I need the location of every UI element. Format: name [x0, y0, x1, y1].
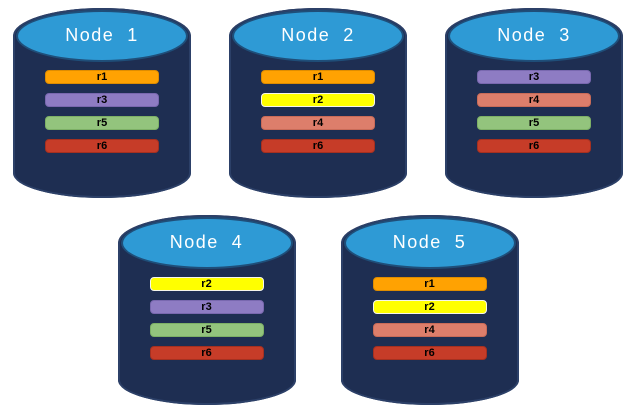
replica-bar-r1: r1: [261, 70, 375, 84]
node-row: Node 1 r1 r3 r5 r6 Node 2 r1 r2 r4 r6 Node 3 r3 r4 r5…: [0, 0, 636, 198]
replica-label: r2: [424, 300, 435, 313]
node-cylinder: Node 3 r3 r4 r5 r6: [445, 8, 623, 198]
replica-bar-r2: r2: [261, 93, 375, 107]
replica-label: r3: [201, 300, 212, 313]
replica-label: r3: [528, 70, 540, 83]
replica-stack: r1 r2 r4 r6: [341, 277, 519, 360]
node-cylinder: Node 1 r1 r3 r5 r6: [13, 8, 191, 198]
replica-stack: r2 r3 r5 r6: [118, 277, 296, 360]
replica-label: r2: [312, 93, 324, 106]
replica-label: r3: [96, 93, 108, 106]
replica-bar-r6: r6: [45, 139, 159, 153]
replica-label: r1: [312, 70, 324, 83]
replica-bar-r4: r4: [372, 323, 487, 337]
replica-label: r6: [201, 346, 212, 359]
replica-bar-r6: r6: [477, 139, 591, 153]
replica-bar-r6: r6: [372, 346, 487, 360]
replica-bar-r2: r2: [149, 277, 264, 291]
replica-bar-r6: r6: [149, 346, 264, 360]
replica-bar-r4: r4: [477, 93, 591, 107]
replica-label: r5: [96, 116, 108, 129]
node-title: Node 2: [281, 24, 355, 45]
replica-bar-r3: r3: [477, 70, 591, 84]
replica-label: r6: [96, 139, 108, 152]
replica-stack: r1 r3 r5 r6: [13, 70, 191, 153]
replica-bar-r5: r5: [149, 323, 264, 337]
replica-bar-r1: r1: [372, 277, 487, 291]
cylinder-top-ellipse: Node 5: [343, 217, 516, 269]
node-title: Node 4: [169, 231, 244, 252]
replica-label: r1: [96, 70, 108, 83]
cylinder-top-ellipse: Node 1: [16, 10, 188, 62]
replica-stack: r1 r2 r4 r6: [229, 70, 407, 153]
replica-stack: r3 r4 r5 r6: [445, 70, 623, 153]
node-title: Node 3: [497, 24, 571, 45]
replica-label: r5: [528, 116, 540, 129]
replica-label: r6: [424, 346, 435, 359]
cylinder-top-ellipse: Node 4: [120, 217, 293, 269]
replica-bar-r6: r6: [261, 139, 375, 153]
node-row: Node 4 r2 r3 r5 r6 Node 5 r1 r2 r4 r6: [0, 215, 636, 405]
replica-bar-r3: r3: [45, 93, 159, 107]
replica-label: r6: [312, 139, 324, 152]
cylinder-top-ellipse: Node 2: [232, 10, 404, 62]
replica-bar-r5: r5: [477, 116, 591, 130]
replica-label: r5: [201, 323, 212, 336]
replica-bar-r3: r3: [149, 300, 264, 314]
node-cylinder: Node 4 r2 r3 r5 r6: [117, 215, 296, 405]
replica-label: r4: [528, 93, 540, 106]
replica-bar-r1: r1: [45, 70, 159, 84]
replica-label: r4: [312, 116, 324, 129]
replica-bar-r5: r5: [45, 116, 159, 130]
replica-label: r2: [201, 277, 212, 290]
node-cylinder: Node 5 r1 r2 r4 r6: [340, 215, 519, 405]
replica-bar-r2: r2: [372, 300, 487, 314]
replica-label: r6: [528, 139, 540, 152]
replica-label: r4: [424, 323, 435, 336]
node-cylinder: Node 2 r1 r2 r4 r6: [229, 8, 407, 198]
node-title: Node 5: [392, 231, 467, 252]
cylinder-top-ellipse: Node 3: [448, 10, 620, 62]
replica-label: r1: [424, 277, 435, 290]
replica-bar-r4: r4: [261, 116, 375, 130]
node-title: Node 1: [65, 24, 139, 45]
